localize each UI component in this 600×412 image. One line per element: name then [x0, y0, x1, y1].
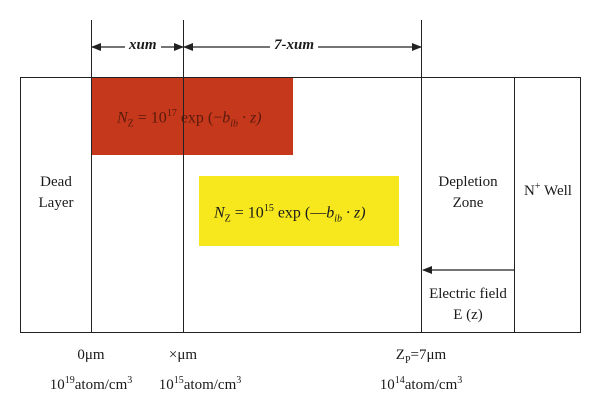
- concentration-label-3: 1014atom/cm3: [379, 375, 463, 393]
- depletion-zone-label: Depletion Zone: [438, 174, 498, 211]
- device-frame: [20, 77, 581, 333]
- boundary-line-nwell: [514, 77, 515, 333]
- position-label-zp: ZP=7μm: [395, 347, 447, 366]
- n-well-label: N+ Well: [524, 181, 572, 199]
- high-doping-region: [91, 77, 293, 155]
- concentration-label-2: 1015atom/cm3: [158, 375, 242, 393]
- concentration-label-1: 1019atom/cm3: [49, 375, 133, 393]
- dimension-label-right: 7-xum: [270, 37, 319, 54]
- equation-low-doping: NZ = 1015 exp (—bib · z): [214, 203, 366, 225]
- equation-high-doping: NZ = 1017 exp (−bib · z): [117, 108, 262, 130]
- low-doping-region: [199, 176, 399, 246]
- boundary-line-zp: [421, 20, 422, 333]
- dimension-label-left: xum: [125, 37, 161, 54]
- electric-field-label: Electric field E (z): [429, 286, 507, 323]
- position-label-x: ×μm: [168, 347, 198, 363]
- dead-layer-label: Dead Layer: [38, 174, 74, 211]
- position-label-zero: 0μm: [77, 347, 105, 363]
- boundary-line-x: [183, 20, 184, 333]
- boundary-line-0: [91, 20, 92, 333]
